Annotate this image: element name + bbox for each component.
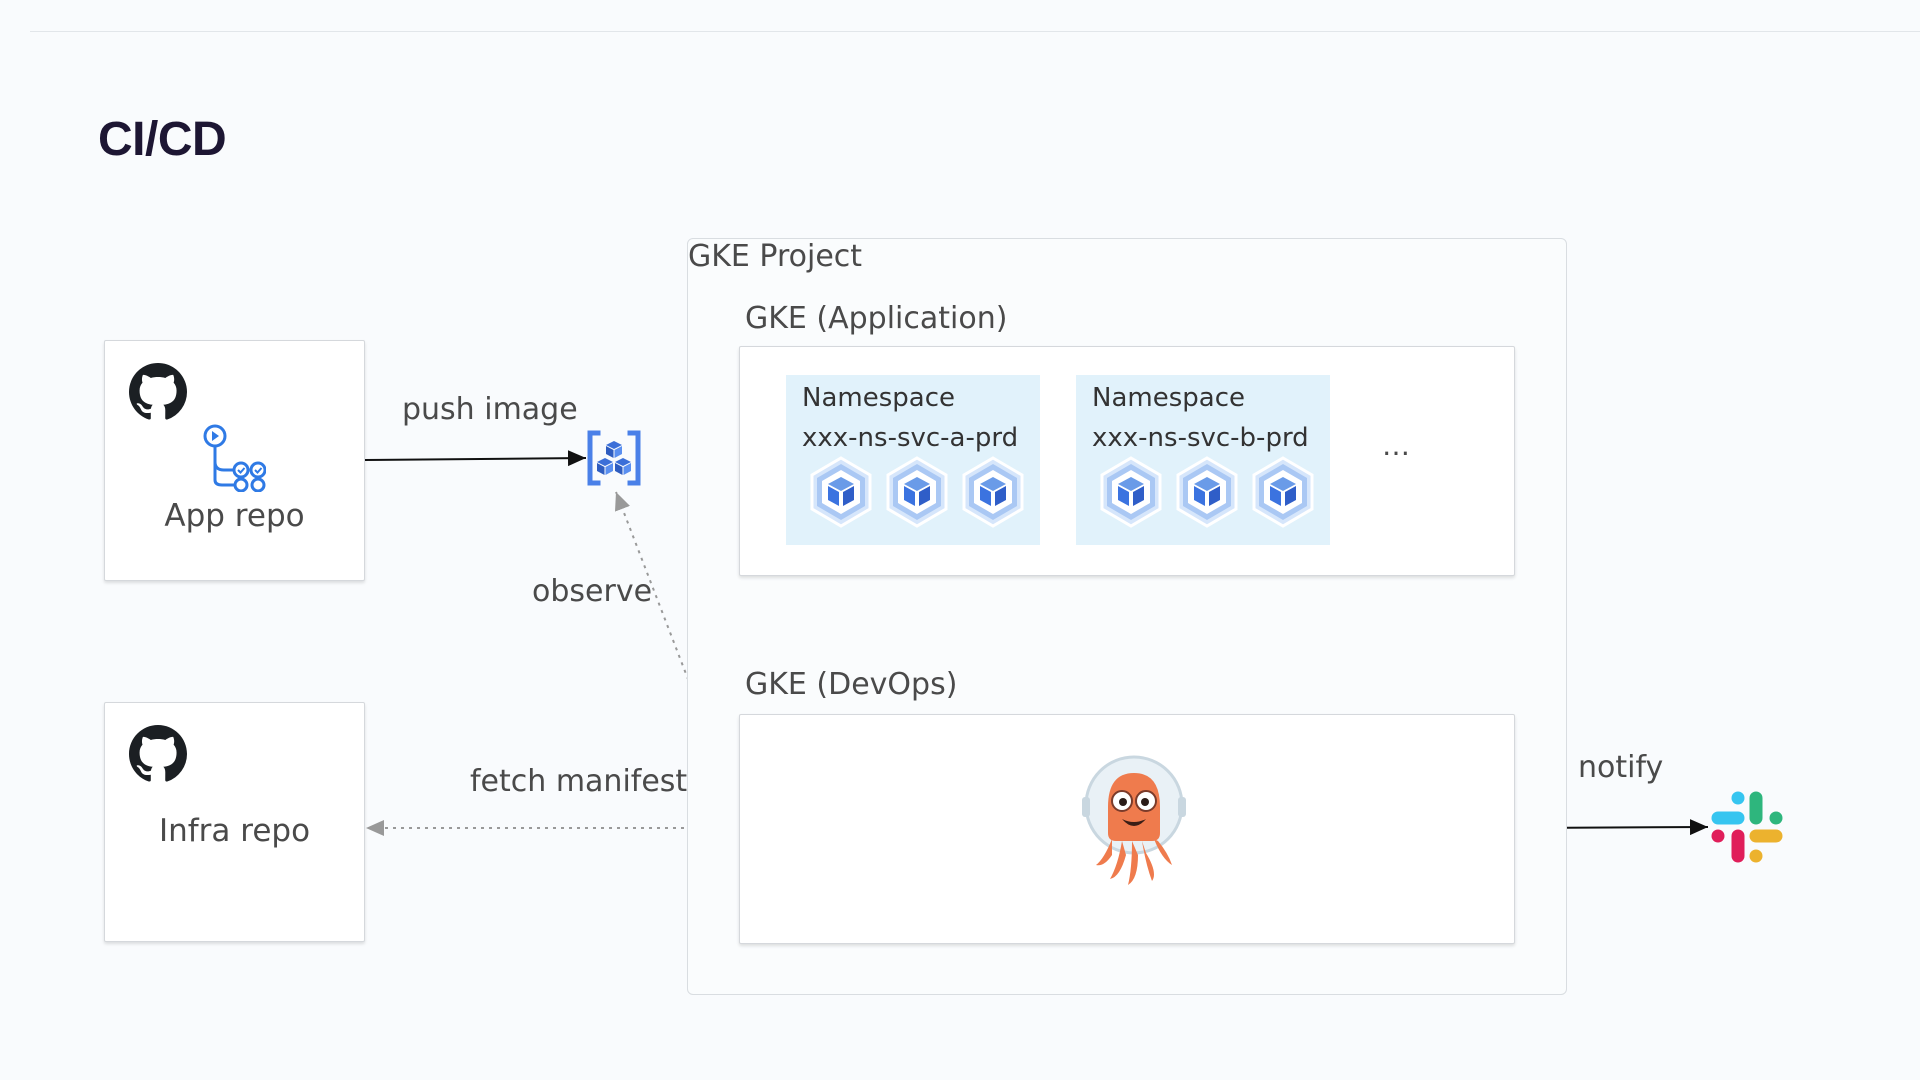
push-image-arrow (364, 450, 587, 467)
github-icon (129, 725, 187, 782)
artifact-registry-icon[interactable] (584, 429, 644, 487)
github-icon (129, 363, 187, 420)
gke-devops-cluster[interactable] (739, 714, 1515, 944)
namespace-svc-b[interactable]: Namespace xxx-ns-svc-b-prd (1076, 375, 1330, 545)
namespace-title: Namespace (1092, 383, 1245, 413)
observe-label: observe (532, 574, 653, 609)
app-repo-label: App repo (164, 498, 305, 534)
namespace-name: xxx-ns-svc-b-prd (1092, 423, 1309, 453)
pod-group (1094, 455, 1320, 529)
kubernetes-pod-icon (1094, 455, 1168, 529)
namespace-title: Namespace (802, 383, 955, 413)
namespace-svc-a[interactable]: Namespace xxx-ns-svc-a-prd (786, 375, 1040, 545)
infra-repo-box[interactable]: Infra repo (104, 702, 365, 942)
kubernetes-pod-icon (880, 455, 954, 529)
top-divider (30, 31, 1920, 32)
gke-project-label: GKE Project (688, 239, 863, 274)
gke-application-cluster[interactable]: Namespace xxx-ns-svc-a-prd Namespace xxx… (739, 346, 1515, 576)
namespace-name: xxx-ns-svc-a-prd (802, 423, 1019, 453)
app-repo-box[interactable]: App repo (104, 340, 365, 581)
kubernetes-pod-icon (1246, 455, 1320, 529)
page-title: CI/CD (98, 113, 227, 166)
slack-icon[interactable] (1710, 790, 1784, 864)
github-actions-icon (203, 424, 266, 492)
push-image-label: push image (402, 392, 578, 427)
gke-application-label: GKE (Application) (745, 301, 1008, 336)
more-namespaces-ellipsis: … (1382, 429, 1413, 462)
kubernetes-pod-icon (804, 455, 878, 529)
pod-group (804, 455, 1030, 529)
infra-repo-label: Infra repo (158, 813, 311, 849)
notify-label: notify (1578, 750, 1664, 785)
kubernetes-pod-icon (956, 455, 1030, 529)
argo-cd-icon (1082, 755, 1186, 885)
fetch-manifest-label: fetch manifest (470, 764, 688, 799)
gke-devops-label: GKE (DevOps) (745, 667, 958, 702)
kubernetes-pod-icon (1170, 455, 1244, 529)
